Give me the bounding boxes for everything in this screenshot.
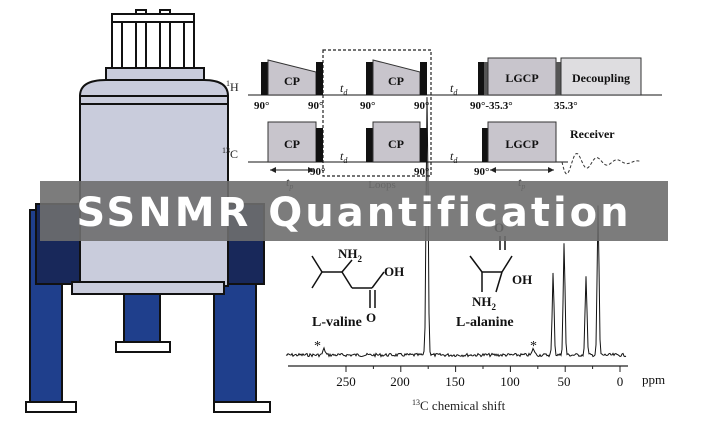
tp-arrowhead [548, 167, 554, 173]
angle-label: 90° [474, 166, 489, 178]
channel-1h-label: 1H [226, 79, 239, 94]
alanine-oh: OH [512, 272, 532, 287]
valine-nh2: NH2 [338, 246, 363, 264]
valine-o: O [366, 310, 376, 325]
valine-name: L-valine [312, 315, 362, 330]
pulse-90-13c [420, 128, 427, 162]
pulse-magic-angle-1h [556, 62, 561, 95]
decoupling-block [560, 57, 642, 96]
pulse-magic-angle-1h [484, 62, 488, 95]
tp-arrowhead [308, 167, 314, 173]
lgcp-block-13c [487, 121, 557, 163]
cp-block-label: CP [284, 137, 300, 151]
pulse-90-13c [366, 128, 373, 162]
tick-label: 0 [617, 374, 624, 389]
spectrum-ticks [345, 366, 621, 372]
magnet-foot [115, 341, 171, 353]
tp-arrowhead [270, 167, 276, 173]
delay-td-2: td [450, 81, 458, 97]
pulse-90-13c [482, 128, 488, 162]
tick-label: 250 [336, 374, 356, 389]
lgcp-block-label: LGCP [505, 137, 538, 151]
lgcp-block-1h [487, 57, 557, 96]
valine-oh: OH [384, 264, 404, 279]
delay-td-4: td [450, 149, 458, 165]
angle-label: 90° [414, 100, 429, 112]
pulse-90-1h [261, 62, 268, 95]
receiver-label: Receiver [570, 127, 615, 141]
angle-label: 90° [308, 100, 323, 112]
angle-label: 35.3° [554, 100, 578, 112]
magnet-top-tube [111, 17, 123, 71]
pulse-90-1h [478, 62, 484, 95]
axis-title: 13C chemical shift [412, 398, 506, 413]
alanine-nh2: NH2 [472, 294, 497, 312]
decoupling-block-label: Decoupling [572, 71, 630, 85]
angle-label: 90° [254, 100, 269, 112]
magnet-base-plate [71, 281, 225, 295]
angle-label: 90° [360, 100, 375, 112]
sideband-marker: * [314, 339, 321, 354]
tick-label: 150 [445, 374, 465, 389]
magnet-foot [25, 401, 77, 413]
cp-block-label: CP [284, 74, 300, 88]
banner-title: SSNMR Quantification [76, 190, 631, 236]
channel-13c-label: 13C [222, 146, 238, 161]
angle-label: 90° [310, 166, 325, 178]
cp-block-label: CP [388, 137, 404, 151]
magnet-leg [123, 291, 161, 345]
magnet-neck [105, 67, 205, 81]
tick-label: 50 [558, 374, 571, 389]
cp-block-label: CP [388, 74, 404, 88]
title-banner [40, 181, 668, 241]
delay-td-3: td [340, 149, 348, 165]
molecule-alanine [469, 236, 513, 293]
angle-label: 90° [414, 166, 429, 178]
molecule-valine [311, 255, 385, 308]
magnet-foot [213, 401, 271, 413]
angle-label: 90°-35.3° [470, 100, 513, 112]
alanine-name: L-alanine [456, 315, 514, 330]
magnet-top-bar [111, 13, 195, 23]
tp-arrowhead [490, 167, 496, 173]
pulse-90-1h [420, 62, 427, 95]
pulse-90-1h [316, 62, 323, 95]
pulse-90-1h [366, 62, 373, 95]
magnet-dome [78, 79, 230, 97]
nmr-spectrum: 250 200 150 100 50 0 ppm 13C chemical sh… [285, 97, 665, 413]
tick-label: 200 [390, 374, 410, 389]
spectrum-trace [285, 97, 627, 358]
pulse-90-13c [316, 128, 323, 162]
axis-unit: ppm [642, 372, 665, 387]
receiver-fid [561, 152, 641, 175]
cp-block-13c [267, 121, 317, 163]
tick-label: 100 [500, 374, 520, 389]
pulse-sequence: 1H 13C Loops CP td CP td LGCP Decoupling… [222, 49, 662, 191]
sideband-marker: * [530, 339, 537, 354]
magnet-top-tube [183, 17, 195, 71]
lgcp-block-label: LGCP [505, 71, 538, 85]
cp-block-13c [372, 121, 421, 163]
loops-box [322, 49, 432, 177]
delay-td-1: td [340, 81, 348, 97]
